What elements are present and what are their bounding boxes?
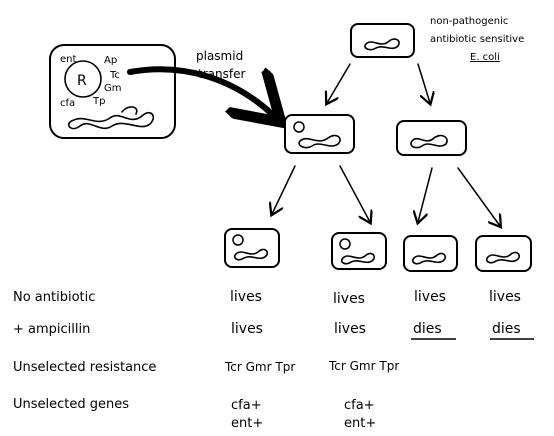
descendant-cell-2 bbox=[331, 232, 387, 270]
arrow-to-plasmidless bbox=[417, 63, 430, 103]
plasmidless-cell bbox=[396, 120, 467, 156]
r-plasmid-label: R bbox=[77, 73, 87, 89]
row-label-no-antibiotic: No antibiotic bbox=[13, 290, 95, 305]
genes-cell-2: cfa+ent+ bbox=[344, 398, 376, 431]
r-plasmid bbox=[64, 60, 102, 98]
no-antibiotic-cell-3: lives bbox=[414, 289, 446, 305]
recipient-label-3: E. coli bbox=[470, 52, 500, 63]
donor-gene-tc: Tc bbox=[109, 70, 120, 81]
transconjugant-cell bbox=[284, 114, 355, 154]
recipient-label-1: non-pathogenic bbox=[430, 16, 508, 27]
row-label-ampicillin: + ampicillin bbox=[13, 322, 90, 337]
donor-chromosome bbox=[67, 106, 155, 130]
ampicillin-cell-3: dies bbox=[413, 321, 442, 337]
ampicillin-cell-2: lives bbox=[334, 321, 366, 337]
ampicillin-cell-1: lives bbox=[231, 321, 263, 337]
donor-gene-tp: Tp bbox=[92, 96, 105, 107]
resistance-cell-1: Tcr Gmr Tpr bbox=[224, 360, 295, 374]
row-label-unselected-resistance: Unselected resistance bbox=[13, 360, 156, 375]
descendant-cell-3 bbox=[403, 235, 458, 272]
arrow-to-cell-4 bbox=[457, 167, 500, 226]
no-antibiotic-cell-4: lives bbox=[489, 289, 521, 305]
descendant-cell-1 bbox=[224, 228, 280, 268]
transfer-arrow bbox=[127, 66, 272, 114]
row-label-unselected-genes: Unselected genes bbox=[13, 397, 129, 412]
donor-gene-ap: Ap bbox=[104, 55, 117, 66]
donor-gene-gm: Gm bbox=[104, 83, 122, 94]
donor-cell: ent Ap Tc Gm cfa Tp R bbox=[49, 44, 176, 139]
donor-gene-cfa: cfa bbox=[60, 98, 75, 109]
descendant-cell-4 bbox=[475, 235, 532, 272]
arrow-to-cell-2 bbox=[339, 165, 370, 222]
transfer-label-2: transfer bbox=[198, 67, 245, 81]
no-antibiotic-cell-1: lives bbox=[230, 289, 262, 305]
resistance-cell-2: Tcr Gmr Tpr bbox=[328, 359, 399, 373]
donor-gene-ent: ent bbox=[60, 54, 76, 65]
arrow-to-transconjugant bbox=[327, 63, 351, 103]
arrow-to-cell-1 bbox=[272, 165, 296, 214]
arrow-to-cell-3 bbox=[418, 167, 433, 222]
recipient-label-2: antibiotic sensitive bbox=[430, 34, 524, 45]
no-antibiotic-cell-2: lives bbox=[333, 291, 365, 307]
ampicillin-cell-4: dies bbox=[492, 321, 521, 337]
genes-cell-1: cfa+ent+ bbox=[231, 398, 263, 431]
recipient-cell bbox=[350, 23, 415, 58]
transfer-label-1: plasmid bbox=[196, 49, 243, 63]
